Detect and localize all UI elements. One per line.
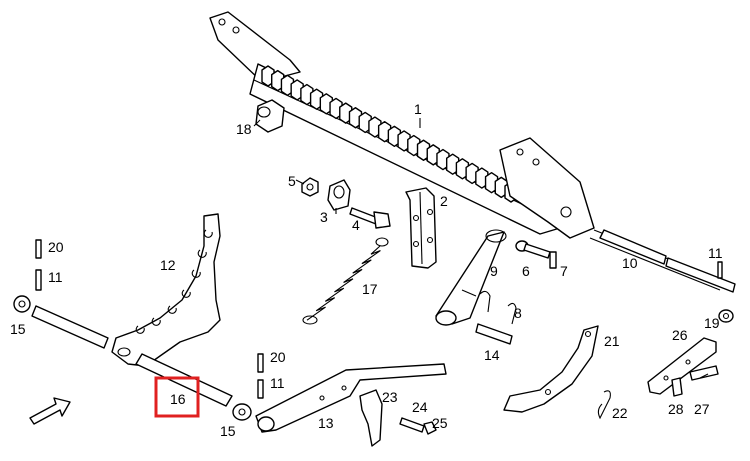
part-8-split-pin [479, 290, 517, 325]
label-part-26: 26 [672, 327, 688, 343]
part-11-pin-left [35, 269, 42, 291]
label-part-10: 10 [622, 255, 638, 271]
label-part-25: 25 [432, 415, 448, 431]
label-part-11-middle: 11 [270, 375, 285, 391]
part-7-pin [549, 251, 557, 269]
part-20-pin-middle [257, 353, 264, 373]
part-23-bracket [359, 389, 383, 447]
label-part-28: 28 [668, 401, 684, 417]
part-24-bolt [399, 417, 425, 433]
label-part-21: 21 [604, 333, 620, 349]
label-part-15-bottom: 15 [220, 423, 236, 439]
label-part-20-left: 20 [48, 239, 64, 255]
part-16-rod [135, 353, 233, 407]
direction-arrow-icon [29, 397, 71, 425]
part-15-washer-left [13, 295, 31, 313]
label-part-11-right: 11 [708, 245, 723, 261]
part-2-bracket [405, 187, 437, 269]
label-part-2: 2 [440, 193, 448, 209]
label-part-5: 5 [288, 173, 296, 189]
part-27-bolt [689, 365, 719, 381]
label-part-11-left: 11 [48, 269, 63, 285]
part-20-pin-left [35, 239, 42, 259]
label-part-12: 12 [160, 257, 176, 273]
label-part-20-middle: 20 [270, 349, 286, 365]
label-part-14: 14 [484, 347, 500, 363]
label-part-4: 4 [352, 217, 360, 233]
part-25-nut [423, 421, 437, 435]
part-21-link-plate [503, 325, 599, 413]
label-part-7: 7 [560, 263, 568, 279]
label-part-8: 8 [514, 305, 522, 321]
highlight-box-part-16 [154, 376, 200, 418]
part-18-bushing [255, 99, 285, 133]
label-part-15-left: 15 [10, 321, 26, 337]
label-part-17: 17 [362, 281, 378, 297]
label-part-9: 9 [490, 263, 498, 279]
part-17-spring [302, 237, 389, 325]
label-part-18: 18 [236, 121, 252, 137]
part-left-rod [31, 305, 109, 349]
leader-lines [253, 118, 709, 379]
part-11-pin-middle [257, 379, 264, 399]
label-part-16: 16 [170, 391, 186, 407]
part-9-sleeve [435, 229, 507, 326]
label-part-23: 23 [382, 389, 398, 405]
label-part-3: 3 [320, 209, 328, 225]
label-part-19: 19 [704, 315, 720, 331]
label-part-13: 13 [318, 415, 334, 431]
label-part-6: 6 [522, 263, 530, 279]
part-10-rod [599, 229, 667, 265]
label-part-27: 27 [694, 401, 710, 417]
part-14-pin [475, 323, 513, 345]
part-3-spacer [327, 179, 351, 211]
part-15-washer-bottom [232, 403, 252, 421]
part-28-screw [671, 377, 683, 397]
part-1-toothed-bar [209, 11, 723, 291]
part-5-nut [301, 177, 319, 197]
part-22-clip [597, 390, 611, 420]
part-6-pin [515, 240, 551, 259]
part-13-lever [255, 363, 447, 433]
label-part-22: 22 [612, 405, 628, 421]
part-19-washer [718, 309, 734, 323]
part-11-pin-right [665, 257, 736, 293]
part-26-plate [647, 337, 717, 395]
part-4-bolt [349, 207, 391, 229]
part-12-toothed-sector [111, 213, 221, 367]
label-part-1: 1 [414, 101, 422, 117]
label-part-24: 24 [412, 399, 428, 415]
